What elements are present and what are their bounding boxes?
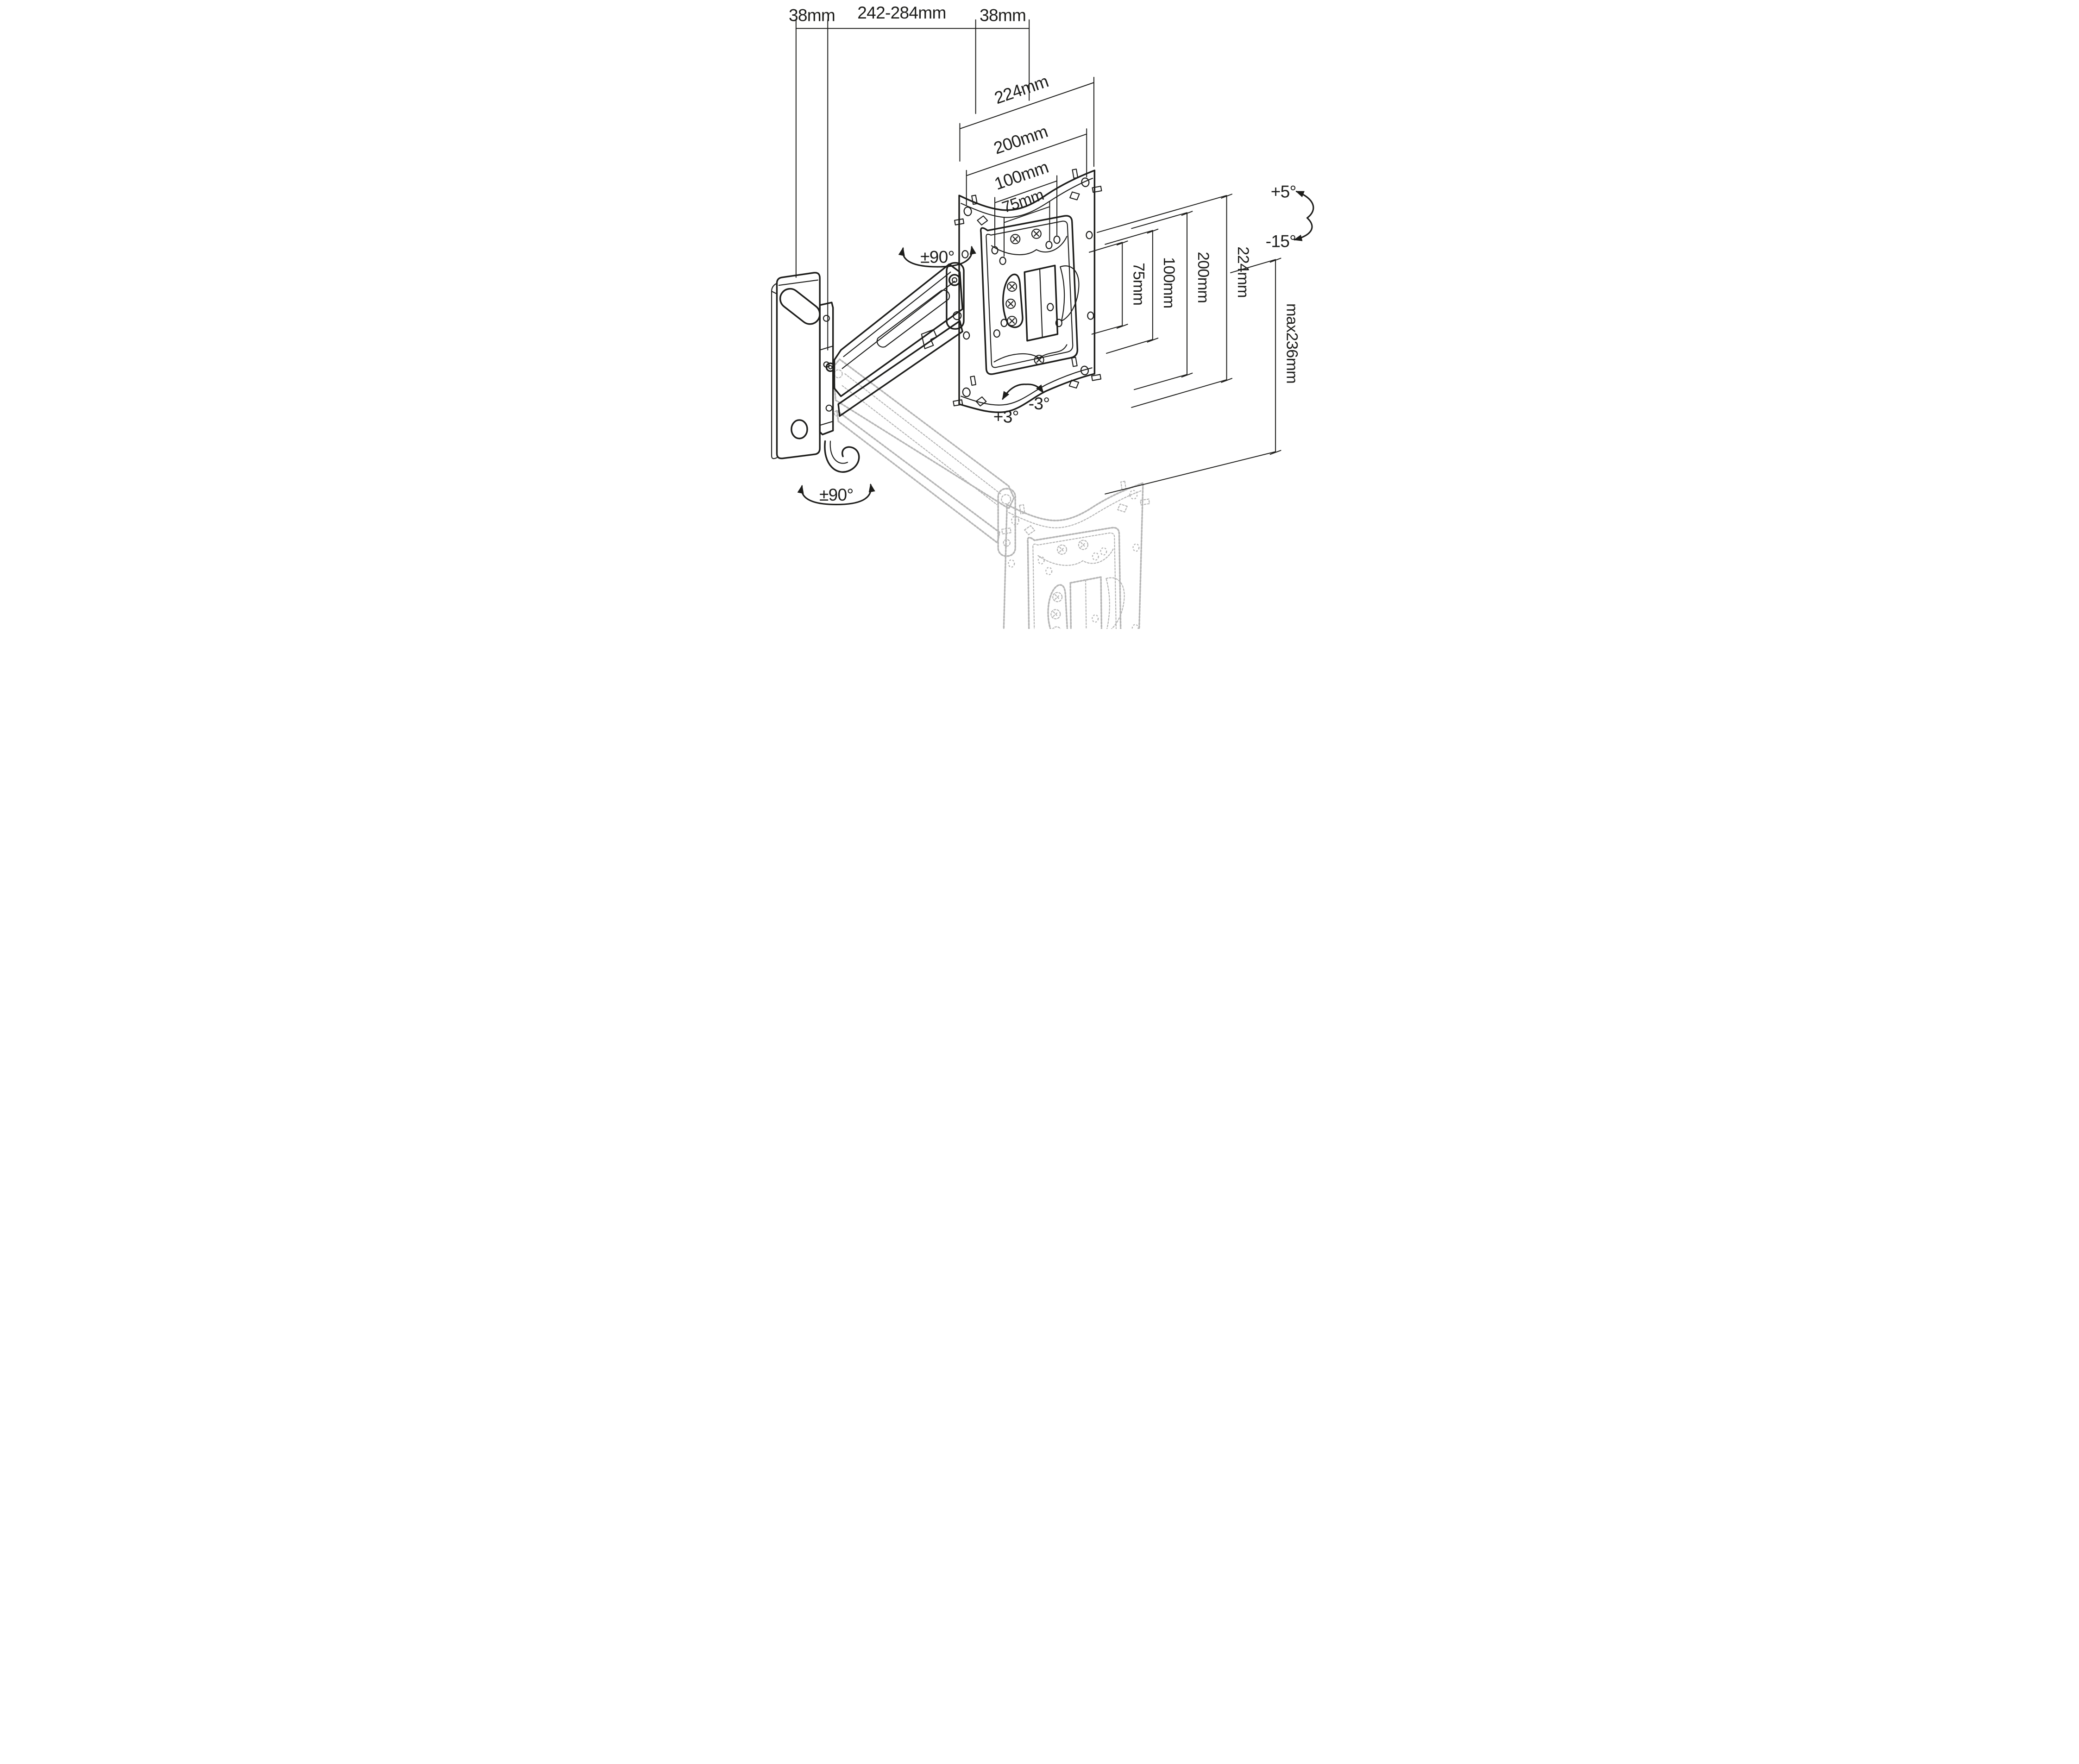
tilt-angle-annotation: +5° -15° <box>1265 182 1314 251</box>
dim-vesa-h100-label: 100mm <box>1160 257 1178 308</box>
angle-swivel-lower-label: ±90° <box>819 485 854 504</box>
canvas-background <box>669 0 1410 629</box>
level-angle-annotation: +3° -3° <box>993 383 1050 427</box>
drawing-page: 38mm 242-284mm 38mm 224mm 200mm 100mm 75… <box>669 0 1410 629</box>
dim-vesa-h75-label: 75mm <box>1130 263 1147 305</box>
dim-vesa-h200-label: 200mm <box>1194 252 1212 303</box>
technical-drawing: 38mm 242-284mm 38mm 224mm 200mm 100mm 75… <box>669 0 1410 629</box>
angle-tilt-up-label: +5° <box>1270 182 1296 201</box>
dim-wall-offset-left-label: 38mm <box>788 6 835 25</box>
angle-swivel-upper-label: ±90° <box>920 247 955 267</box>
dim-extension-range-label: 242-284mm <box>857 3 946 22</box>
angle-level-ccw-label: -3° <box>1028 394 1049 413</box>
dim-travel-max-label: max236mm <box>1283 303 1300 383</box>
gas-spring-arm <box>825 262 965 417</box>
swivel-upper-annotation: ±90° <box>898 245 976 268</box>
mount-hole <box>790 419 808 439</box>
dimension-annotations: 38mm 242-284mm 38mm 224mm 200mm 100mm 75… <box>788 3 1314 506</box>
wall-plate <box>771 272 860 473</box>
dim-depth-offset-label: 38mm <box>980 6 1026 25</box>
dim-plate-height-label: 224mm <box>1234 246 1251 298</box>
angle-level-cw-label: +3° <box>993 407 1018 427</box>
keyhole-slot <box>779 288 821 325</box>
angle-tilt-down-label: -15° <box>1265 231 1296 251</box>
plate-height-dimensions: 75mm 100mm 200mm 224mm max236mm <box>1088 194 1300 495</box>
swivel-lower-annotation: ±90° <box>797 483 875 506</box>
top-dimension-chain: 38mm 242-284mm 38mm <box>788 3 1030 351</box>
cable-clip <box>921 329 937 350</box>
